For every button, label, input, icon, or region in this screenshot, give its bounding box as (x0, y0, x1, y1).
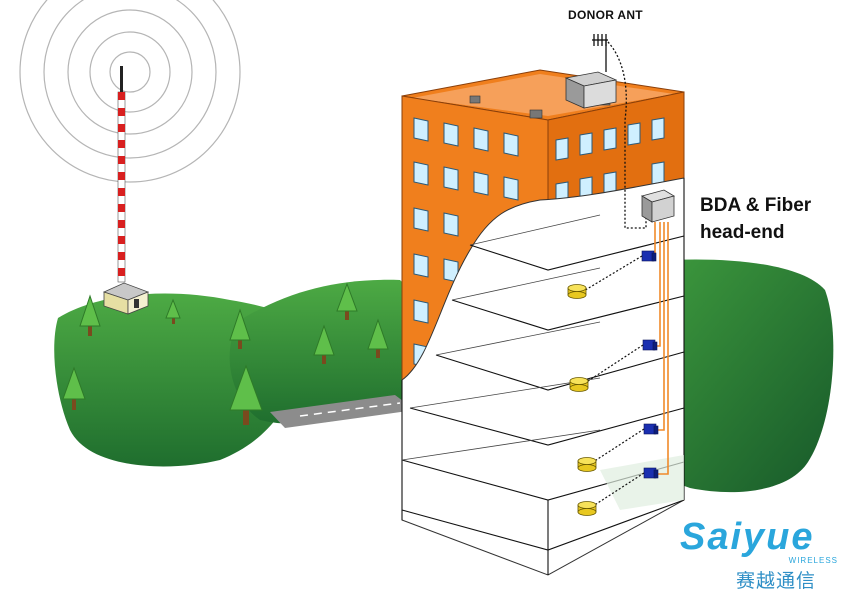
ceiling-antennas (567, 284, 597, 516)
roof-equipment-box (564, 71, 618, 109)
tree-icon (229, 308, 251, 349)
radio-waves (19, 0, 241, 183)
bda-label-line2: head-end (700, 222, 785, 243)
tree-icon (79, 294, 101, 336)
donor-feed-line (607, 41, 647, 229)
cutaway-floors (401, 177, 685, 576)
remote-unit-icon (642, 339, 658, 351)
brand-chinese-name: 赛越通信 (736, 571, 817, 592)
brand-logo: Saiyue WIRELESS 赛越通信 (672, 516, 848, 596)
hill-right (640, 259, 834, 493)
tree-icon (165, 298, 181, 324)
cell-tower-icon (117, 66, 126, 283)
tree-icon (229, 364, 263, 425)
tree-icon (336, 282, 358, 320)
road (270, 395, 415, 428)
tree-icon (367, 318, 389, 358)
ceiling-antenna-icon (569, 377, 589, 392)
bda-unit-icon (640, 189, 676, 223)
remote-unit-icon (643, 423, 659, 435)
tree-icon (313, 324, 335, 364)
ceiling-antenna-icon (577, 501, 597, 516)
trees (62, 282, 389, 425)
equipment-shelter (102, 282, 150, 315)
remote-unit-icon (643, 467, 659, 479)
tree-icon (62, 366, 86, 410)
ceiling-antenna-icon (577, 457, 597, 472)
road-line (299, 402, 401, 417)
bda-label-line1: BDA & Fiber (700, 195, 812, 216)
donor-antenna-icon (592, 34, 608, 72)
brand-subtitle: WIRELESS (788, 556, 838, 565)
coax-lines (581, 255, 645, 509)
ceiling-antenna-icon (567, 284, 587, 299)
brand-name: Saiyue (680, 516, 815, 558)
donor-antenna-label: DONOR ANT (568, 8, 643, 22)
remote-unit-icon (641, 250, 657, 262)
